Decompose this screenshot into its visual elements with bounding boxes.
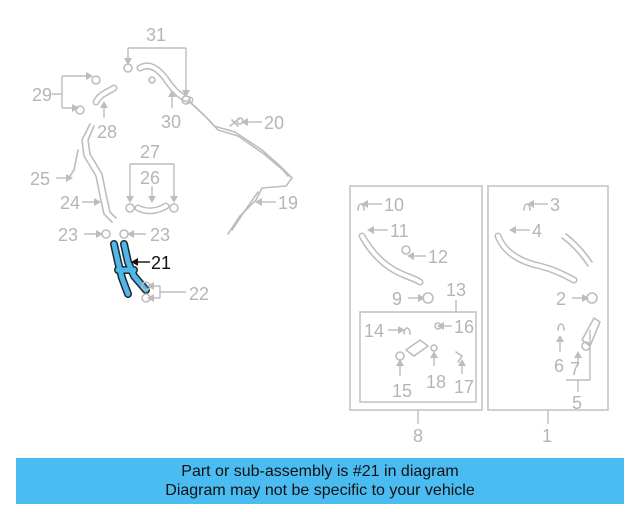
callout-7: 7 (570, 359, 580, 379)
callout-25: 25 (30, 169, 50, 189)
callout-26: 26 (140, 168, 160, 188)
callout-22: 22 (189, 284, 209, 304)
callout-4: 4 (532, 221, 542, 241)
callout-24: 24 (60, 193, 80, 213)
clip-6 (557, 323, 565, 331)
clip-14 (403, 327, 411, 335)
clamp-12 (401, 245, 411, 255)
callout-11: 11 (390, 221, 409, 241)
callout-5: 5 (572, 393, 582, 413)
assembly-box-13 (359, 311, 477, 403)
callout-21: 21 (151, 253, 171, 273)
clamp-icon (119, 229, 129, 239)
callout-20: 20 (264, 113, 284, 133)
pipe-24 (69, 123, 117, 223)
hose-26 (125, 202, 179, 215)
callout-23-right: 23 (150, 225, 170, 245)
oring-18 (430, 344, 438, 352)
clamp-icon (123, 63, 133, 73)
callout-15: 15 (392, 381, 412, 401)
callout-27: 27 (140, 142, 160, 162)
info-banner: Part or sub-assembly is #21 in diagram D… (16, 458, 624, 504)
callout-8: 8 (413, 426, 423, 446)
callout-1: 1 (542, 426, 552, 446)
callout-23-left: 23 (58, 225, 78, 245)
callout-31: 31 (146, 25, 166, 45)
hose-4 (494, 232, 593, 284)
callout-16: 16 (454, 317, 474, 337)
callout-14: 14 (364, 321, 384, 341)
callout-29: 29 (32, 85, 52, 105)
callout-18: 18 (426, 372, 446, 392)
hose-11 (358, 232, 424, 286)
clamp-icon (101, 229, 111, 239)
banner-line-part: Part or sub-assembly is #21 in diagram (181, 463, 459, 480)
callout-28: 28 (97, 122, 117, 142)
connector-15 (395, 339, 429, 361)
callout-6: 6 (554, 356, 564, 376)
callout-19: 19 (278, 193, 298, 213)
callout-12: 12 (428, 247, 448, 267)
callout-3: 3 (550, 195, 560, 215)
hose-assembly-30 (123, 62, 293, 235)
banner-line-disclaimer: Diagram may not be specific to your vehi… (165, 482, 475, 499)
parts-diagram: 31 30 20 19 29 28 25 24 (30, 25, 609, 446)
connector-7 (581, 317, 601, 351)
callout-9: 9 (392, 289, 402, 309)
callout-13: 13 (446, 280, 466, 300)
highlighted-hose-21 (110, 240, 150, 298)
callout-30: 30 (161, 112, 181, 132)
callout-17: 17 (454, 377, 474, 397)
callout-10: 10 (384, 195, 404, 215)
assembly-box-8 (349, 185, 483, 411)
callout-2: 2 (556, 289, 566, 309)
hose-28 (75, 75, 118, 115)
clip-17 (455, 351, 463, 363)
